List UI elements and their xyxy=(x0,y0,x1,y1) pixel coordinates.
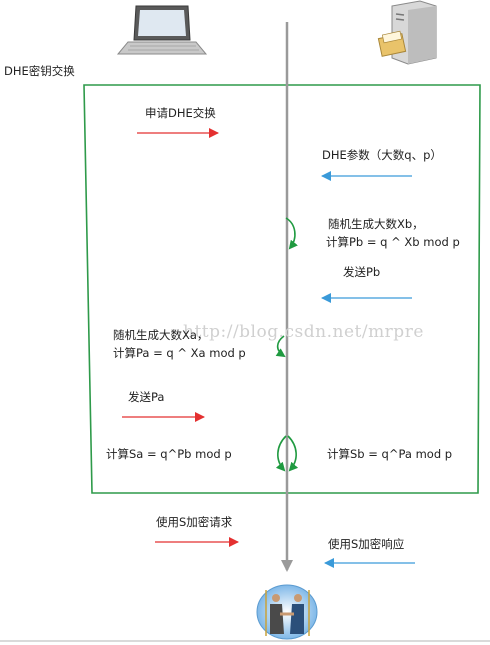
step-client-random-label: 随机生成大数Xa， xyxy=(113,328,209,342)
step-params-label: DHE参数（大数q、p） xyxy=(322,148,442,162)
laptop-icon xyxy=(116,5,208,55)
compute-loop-client-pa xyxy=(275,335,286,358)
step-request-label: 申请DHE交换 xyxy=(145,106,216,120)
step-server-compute-label: 计算Pb = q ^ Xb mod p xyxy=(326,235,460,249)
watermark-text: http://blog.csdn.net/mrpre xyxy=(183,322,424,342)
step-server-send-label: 发送Pb xyxy=(343,265,381,279)
compute-loop-server-sb xyxy=(287,435,299,472)
step-server-random-label: 随机生成大数Xb， xyxy=(328,217,424,231)
step-server-secret-label: 计算Sb = q^Pa mod p xyxy=(327,447,453,461)
section-label: DHE密钥交换 xyxy=(4,64,75,78)
step-client-send-label: 发送Pa xyxy=(128,390,165,404)
compute-loop-client-sa xyxy=(275,435,287,472)
step-client-compute-label: 计算Pa = q ^ Xa mod p xyxy=(113,346,246,360)
step-client-secret-label: 计算Sa = q^Pb mod p xyxy=(106,447,232,461)
dhe-section-box xyxy=(83,84,481,494)
handshake-icon xyxy=(256,584,318,640)
step-encrypted-response-label: 使用S加密响应 xyxy=(328,537,405,551)
step-encrypted-request-label: 使用S加密请求 xyxy=(156,515,233,529)
server-icon xyxy=(377,0,437,65)
compute-loop-server-pb xyxy=(285,217,298,250)
